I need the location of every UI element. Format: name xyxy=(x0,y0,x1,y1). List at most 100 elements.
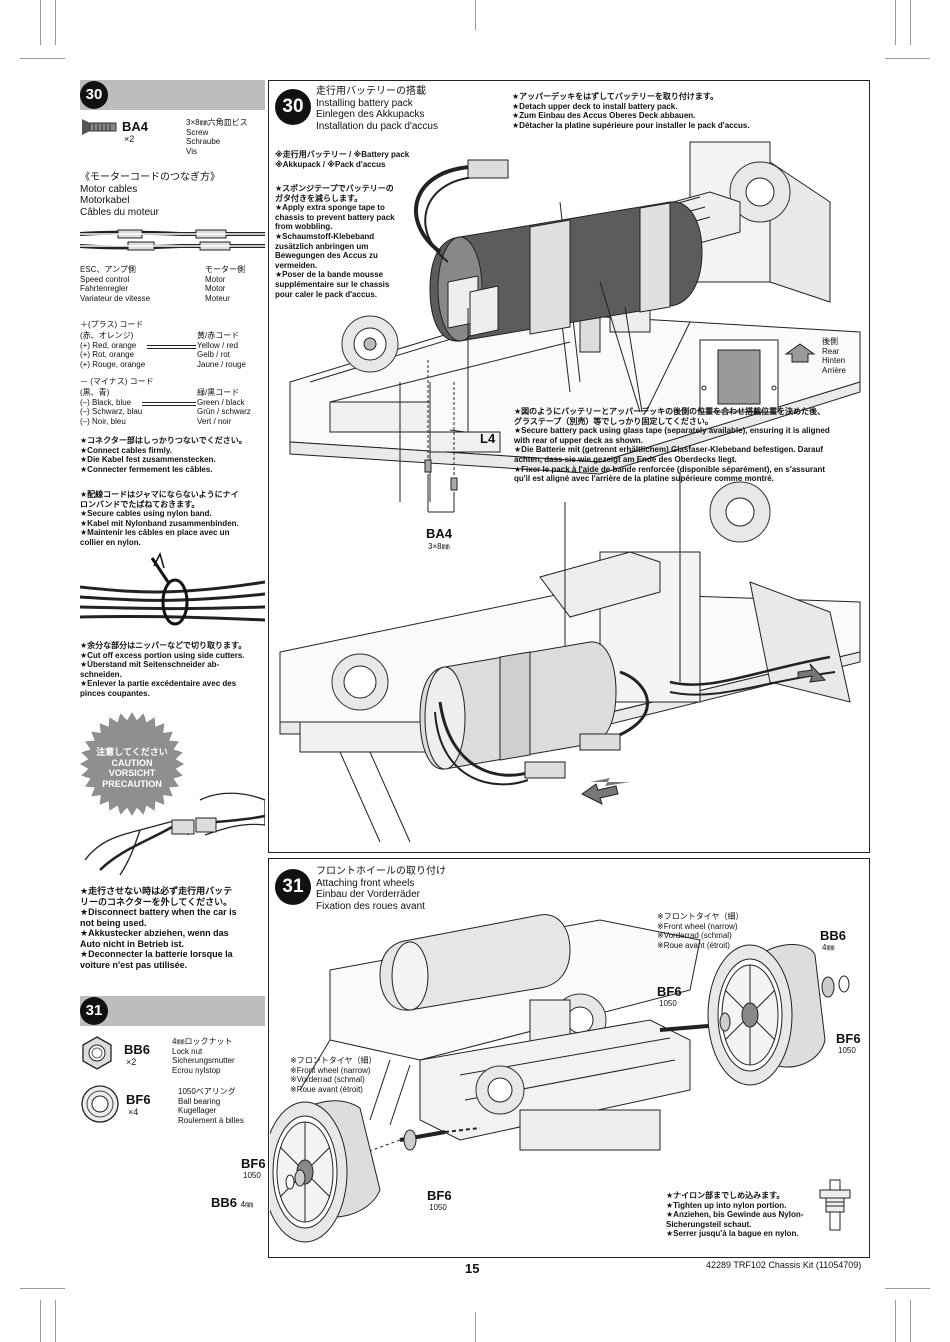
bf6-callout-bottom-size: 1050 xyxy=(429,1203,447,1212)
motor-jp: モーター側 xyxy=(205,265,245,274)
disconnect-5: ★Akkustecker abziehen, wenn das xyxy=(80,928,229,938)
bf6-callout-right-size: 1050 xyxy=(838,1046,856,1055)
cut-3: ★Überstand mit Seitenschneider ab- xyxy=(80,660,220,670)
minus-right-fr: Vert / noir xyxy=(197,416,232,426)
glass-tape-6: achten, dass sie wie gezeigt am Ende des… xyxy=(514,454,737,464)
right-front-wheel xyxy=(707,944,826,1086)
disconnect-arrow-icon xyxy=(581,783,619,805)
disconnect-4: not being used. xyxy=(80,917,147,928)
step31-title-fr: Fixation des roues avant xyxy=(316,900,425,912)
wheel-right-de: ※Vorderrad (schmal) xyxy=(657,931,732,941)
rear-alignment-inset xyxy=(699,339,779,413)
step31-number: 31 xyxy=(275,869,311,905)
sponge-8: Bewegungen des Accus zu xyxy=(275,251,378,261)
disconnect-hands-illustration xyxy=(84,792,265,876)
ball-bearing-icon xyxy=(81,1085,119,1123)
bb6-code: BB6 xyxy=(124,1042,151,1057)
glass-tape-3: ★Secure battery pack using glass tape (s… xyxy=(514,426,830,436)
tighten-3: ★Anziehen, bis Gewinde aus Nylon- xyxy=(666,1210,804,1220)
bb6-callout-right: BB6 xyxy=(820,928,847,943)
nylon-4: ★Kabel mit Nylonband zusammenbinden. xyxy=(80,518,239,528)
plus-left-jp: (赤、オレンジ) xyxy=(80,331,134,340)
esc-en: Speed control xyxy=(80,274,130,284)
nylon-6: collier en nylon. xyxy=(80,537,141,547)
screw-icon xyxy=(82,119,117,135)
plus-left-de: (+) Rot, orange xyxy=(80,350,135,360)
wheel-right-en: ※Front wheel (narrow) xyxy=(657,921,738,931)
plus-right-en: Yellow / red xyxy=(197,340,239,350)
connect-jp: ★コネクター部はしっかりつないでください。 xyxy=(80,436,247,445)
plus-left-fr: (+) Rouge, orange xyxy=(80,359,146,369)
bf6-fr: Roulement à billes xyxy=(178,1115,244,1125)
step31-title-de: Einbau der Vorderräder xyxy=(316,889,420,900)
glass-tape-8: qu'il est aligné avec l'arrière de la pl… xyxy=(514,474,774,484)
step30-side-header xyxy=(80,80,265,110)
sponge-2: ガタ付きを減らします。 xyxy=(275,193,363,203)
step30-title-de: Einlegen des Akkupacks xyxy=(316,109,425,120)
tighten-2: ★Tighten up into nylon portion. xyxy=(666,1200,787,1210)
detach-de: ★Zum Einbau des Accus Oberes Deck abbaue… xyxy=(512,111,696,121)
step31-title-jp: フロントホイールの取り付け xyxy=(316,866,446,877)
ba4-en: Screw xyxy=(186,127,209,137)
kit-info: 42289 TRF102 Chassis Kit (11054709) xyxy=(706,1260,862,1270)
sponge-1: ★スポンジテープでバッテリーの xyxy=(275,184,394,193)
connect-fr: ★Connecter fermement les câbles. xyxy=(80,464,213,474)
step30-title-jp: 走行用バッテリーの搭載 xyxy=(316,86,426,97)
glass-tape-2: グラステープ（別売）等でしっかり固定してください。 xyxy=(514,416,713,426)
disconnect-3: ★Disconnect battery when the car is xyxy=(80,907,237,917)
nylon-2: ロンバンドでたばねておきます。 xyxy=(80,499,200,509)
bb6-jp: 4㎜ロックナット xyxy=(172,1037,233,1046)
bb6-en: Lock nut xyxy=(172,1046,203,1056)
bf6-callout-bottom: BF6 xyxy=(427,1188,452,1203)
ba4-de: Schraube xyxy=(186,137,221,147)
minus-title: － (マイナス) コード xyxy=(80,377,154,386)
disconnect-8: voiture n'est pas utilisée. xyxy=(80,959,188,970)
tighten-4: Sicherungsteil schaut. xyxy=(666,1219,752,1229)
wheel-left-de: ※Vorderrad (schmal) xyxy=(290,1075,365,1085)
bb6-fr: Ecrou nylstop xyxy=(172,1065,221,1075)
step31-side-header xyxy=(80,996,265,1026)
cut-4: schneiden. xyxy=(80,669,122,679)
rear-en: Rear xyxy=(822,346,840,356)
bf6-callout-left-size: 1050 xyxy=(243,1171,261,1180)
sponge-9: vermeiden. xyxy=(275,260,318,270)
nylon-1: ★配線コードはジャマにならないようにナイ xyxy=(80,490,239,499)
bf6-callout-right: BF6 xyxy=(836,1031,861,1046)
l4-label: L4 xyxy=(480,431,496,446)
ba4-qty: ×2 xyxy=(124,134,135,144)
detach-jp: ★アッパーデッキをはずしてバッテリーを取り付けます。 xyxy=(512,92,719,101)
bf6-code: BF6 xyxy=(126,1092,151,1107)
nylon-3: ★Secure cables using nylon band. xyxy=(80,509,212,519)
wheel-left-jp: ※フロントタイヤ（細） xyxy=(290,1056,377,1065)
page-number: 15 xyxy=(465,1261,480,1276)
plus-left-en: (+) Red, orange xyxy=(80,340,137,350)
ba4-jp: 3×8㎜六角皿ビス xyxy=(186,118,248,127)
step31-chassis-illustration xyxy=(270,914,851,1243)
caution-starburst-icon xyxy=(80,712,184,816)
tighten-1: ★ナイロン部までしめ込みます。 xyxy=(666,1191,785,1200)
rear-arrow-icon xyxy=(784,343,816,363)
ba4-code: BA4 xyxy=(122,119,149,134)
esc-fr: Variateur de vitesse xyxy=(80,293,151,303)
battery-pack-label-2: ※Akkupack / ※Pack d'accus xyxy=(275,159,386,169)
disconnect-7: ★Deconnecter la batterie lorsque la xyxy=(80,949,233,959)
minus-left-en: (–) Black, blue xyxy=(80,397,132,407)
glass-tape-1: ★図のようにバッテリーとアッパーデッキの後側の位置を合わせ搭載位置を決めた後、 xyxy=(514,407,826,416)
lock-nut-icon xyxy=(82,1036,112,1070)
glass-tape-5: ★Die Batterie mit (getrennt erhältlichem… xyxy=(514,445,824,455)
rear-fr: Arrière xyxy=(822,365,847,375)
bf6-jp: 1050ベアリング xyxy=(178,1087,236,1096)
wheel-right-jp: ※フロントタイヤ（細） xyxy=(657,912,744,921)
bf6-callout-left: BF6 xyxy=(241,1156,266,1171)
step31-badge: 31 xyxy=(80,997,108,1025)
motor-de: Motor xyxy=(205,284,226,294)
bb6-callout-left: BB6 4㎜ xyxy=(211,1195,254,1210)
connect-de: ★Die Kabel fest zusammenstecken. xyxy=(80,455,216,465)
motor-en: Motor xyxy=(205,274,226,284)
motor-fr: Moteur xyxy=(205,293,230,303)
nylon-band-illustration xyxy=(80,552,265,626)
sponge-7: zusätzlich anbringen um xyxy=(275,241,369,251)
disconnect-6: Auto nicht in Betrieb ist. xyxy=(80,938,185,949)
cut-5: ★Enlever la partie excédentaire avec des xyxy=(80,679,237,689)
motor-lead-arrow-icon xyxy=(797,663,827,683)
